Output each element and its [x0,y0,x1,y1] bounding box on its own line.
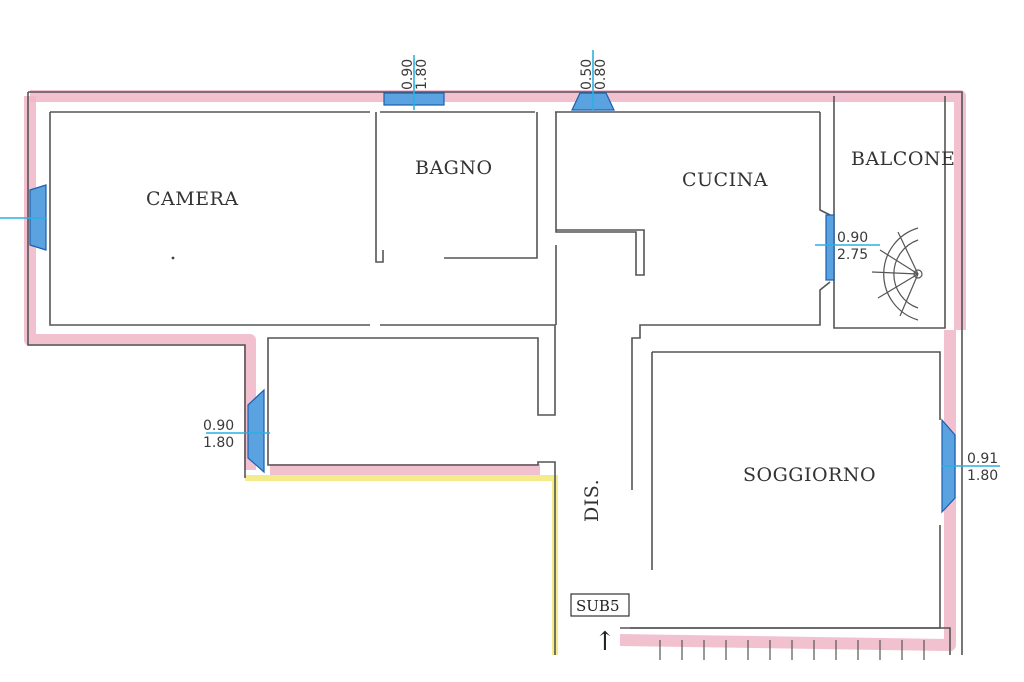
cucina-walls [555,112,645,325]
bagno-walls [375,112,538,263]
window-lower-left-width: 0.90 [203,418,234,434]
room-label-balcone: BALCONE [851,148,955,170]
window-top-cucina-height: 0.80 [593,59,609,90]
sub5-marker: SUB5 ↑ [570,593,630,657]
exterior-highlight-left [24,96,256,470]
cucina-right-wall [631,112,831,570]
window-cucina-balcone-height: 2.75 [837,247,868,263]
spiral-staircase-icon [871,227,923,321]
exterior-highlight-right [619,330,956,651]
window-left-camera [0,184,47,251]
window-top-bagno-height: 1.80 [414,59,430,90]
window-cucina-balcone-width: 0.90 [837,230,868,246]
window-soggiorno-width: 0.91 [967,451,998,467]
window-top-bagno-width: 0.90 [400,59,416,90]
window-lower-left [206,388,270,474]
window-top-cucina-width: 0.50 [579,59,595,90]
window-soggiorno [941,418,1000,514]
room-label-cucina: CUCINA [682,169,768,191]
outer-wall-top [28,91,963,655]
soggiorno-walls [630,351,941,629]
exterior-highlight-top [30,90,966,330]
yellow-boundary [245,475,558,655]
window-lower-left-height: 1.80 [203,435,234,451]
room-label-soggiorno: SOGGIORNO [743,464,876,486]
window-top-bagno [383,55,445,110]
balcone-walls [833,96,946,329]
window-top-cucina [571,50,615,111]
room-label-dis: DIS. [581,479,603,522]
stray-mark [171,256,175,260]
window-soggiorno-height: 1.80 [967,468,998,484]
sub5-label: SUB5 [576,597,619,615]
sub5-box [570,593,630,617]
room-label-camera: CAMERA [146,188,239,210]
room-label-bagno: BAGNO [415,157,493,179]
window-cucina-balcone [815,214,880,281]
bottom-wall [620,627,951,655]
railing-ticks [659,640,925,660]
sub5-arrow-icon: ↑ [594,627,616,657]
camera-walls [49,112,556,655]
